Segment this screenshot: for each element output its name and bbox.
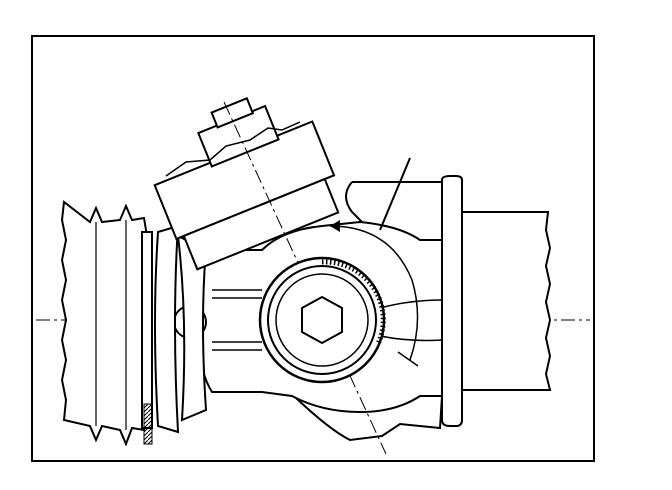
housing-lower-contour bbox=[295, 395, 443, 442]
adjuster-inner-ring bbox=[275, 273, 369, 367]
pinion-housing-base bbox=[182, 177, 340, 271]
rotation-arrowhead bbox=[330, 220, 340, 232]
boot-clamp-band bbox=[143, 403, 153, 445]
collar-ring-outer bbox=[154, 224, 180, 434]
leader-line bbox=[379, 157, 411, 231]
pinion-cap bbox=[210, 97, 255, 129]
rotation-tick bbox=[397, 351, 419, 367]
adjuster-mid-ring bbox=[267, 265, 377, 375]
pinion-housing-assembly bbox=[153, 97, 340, 271]
broken-edge-upper bbox=[165, 121, 301, 177]
rotation-arc bbox=[329, 225, 419, 361]
housing-rib-right bbox=[379, 299, 443, 342]
right-flange bbox=[441, 175, 463, 427]
housing-rib-upper bbox=[212, 289, 262, 299]
bellows-fold-lines bbox=[95, 220, 127, 430]
right-shaft bbox=[462, 211, 552, 391]
hex-socket bbox=[301, 295, 343, 345]
housing-upper-contour bbox=[345, 181, 442, 223]
figure-frame bbox=[31, 35, 595, 462]
bellows-boot bbox=[60, 200, 147, 447]
boot-clamp bbox=[141, 231, 153, 429]
collar-ring-inner bbox=[176, 234, 208, 422]
housing-rib-lower bbox=[212, 341, 262, 351]
